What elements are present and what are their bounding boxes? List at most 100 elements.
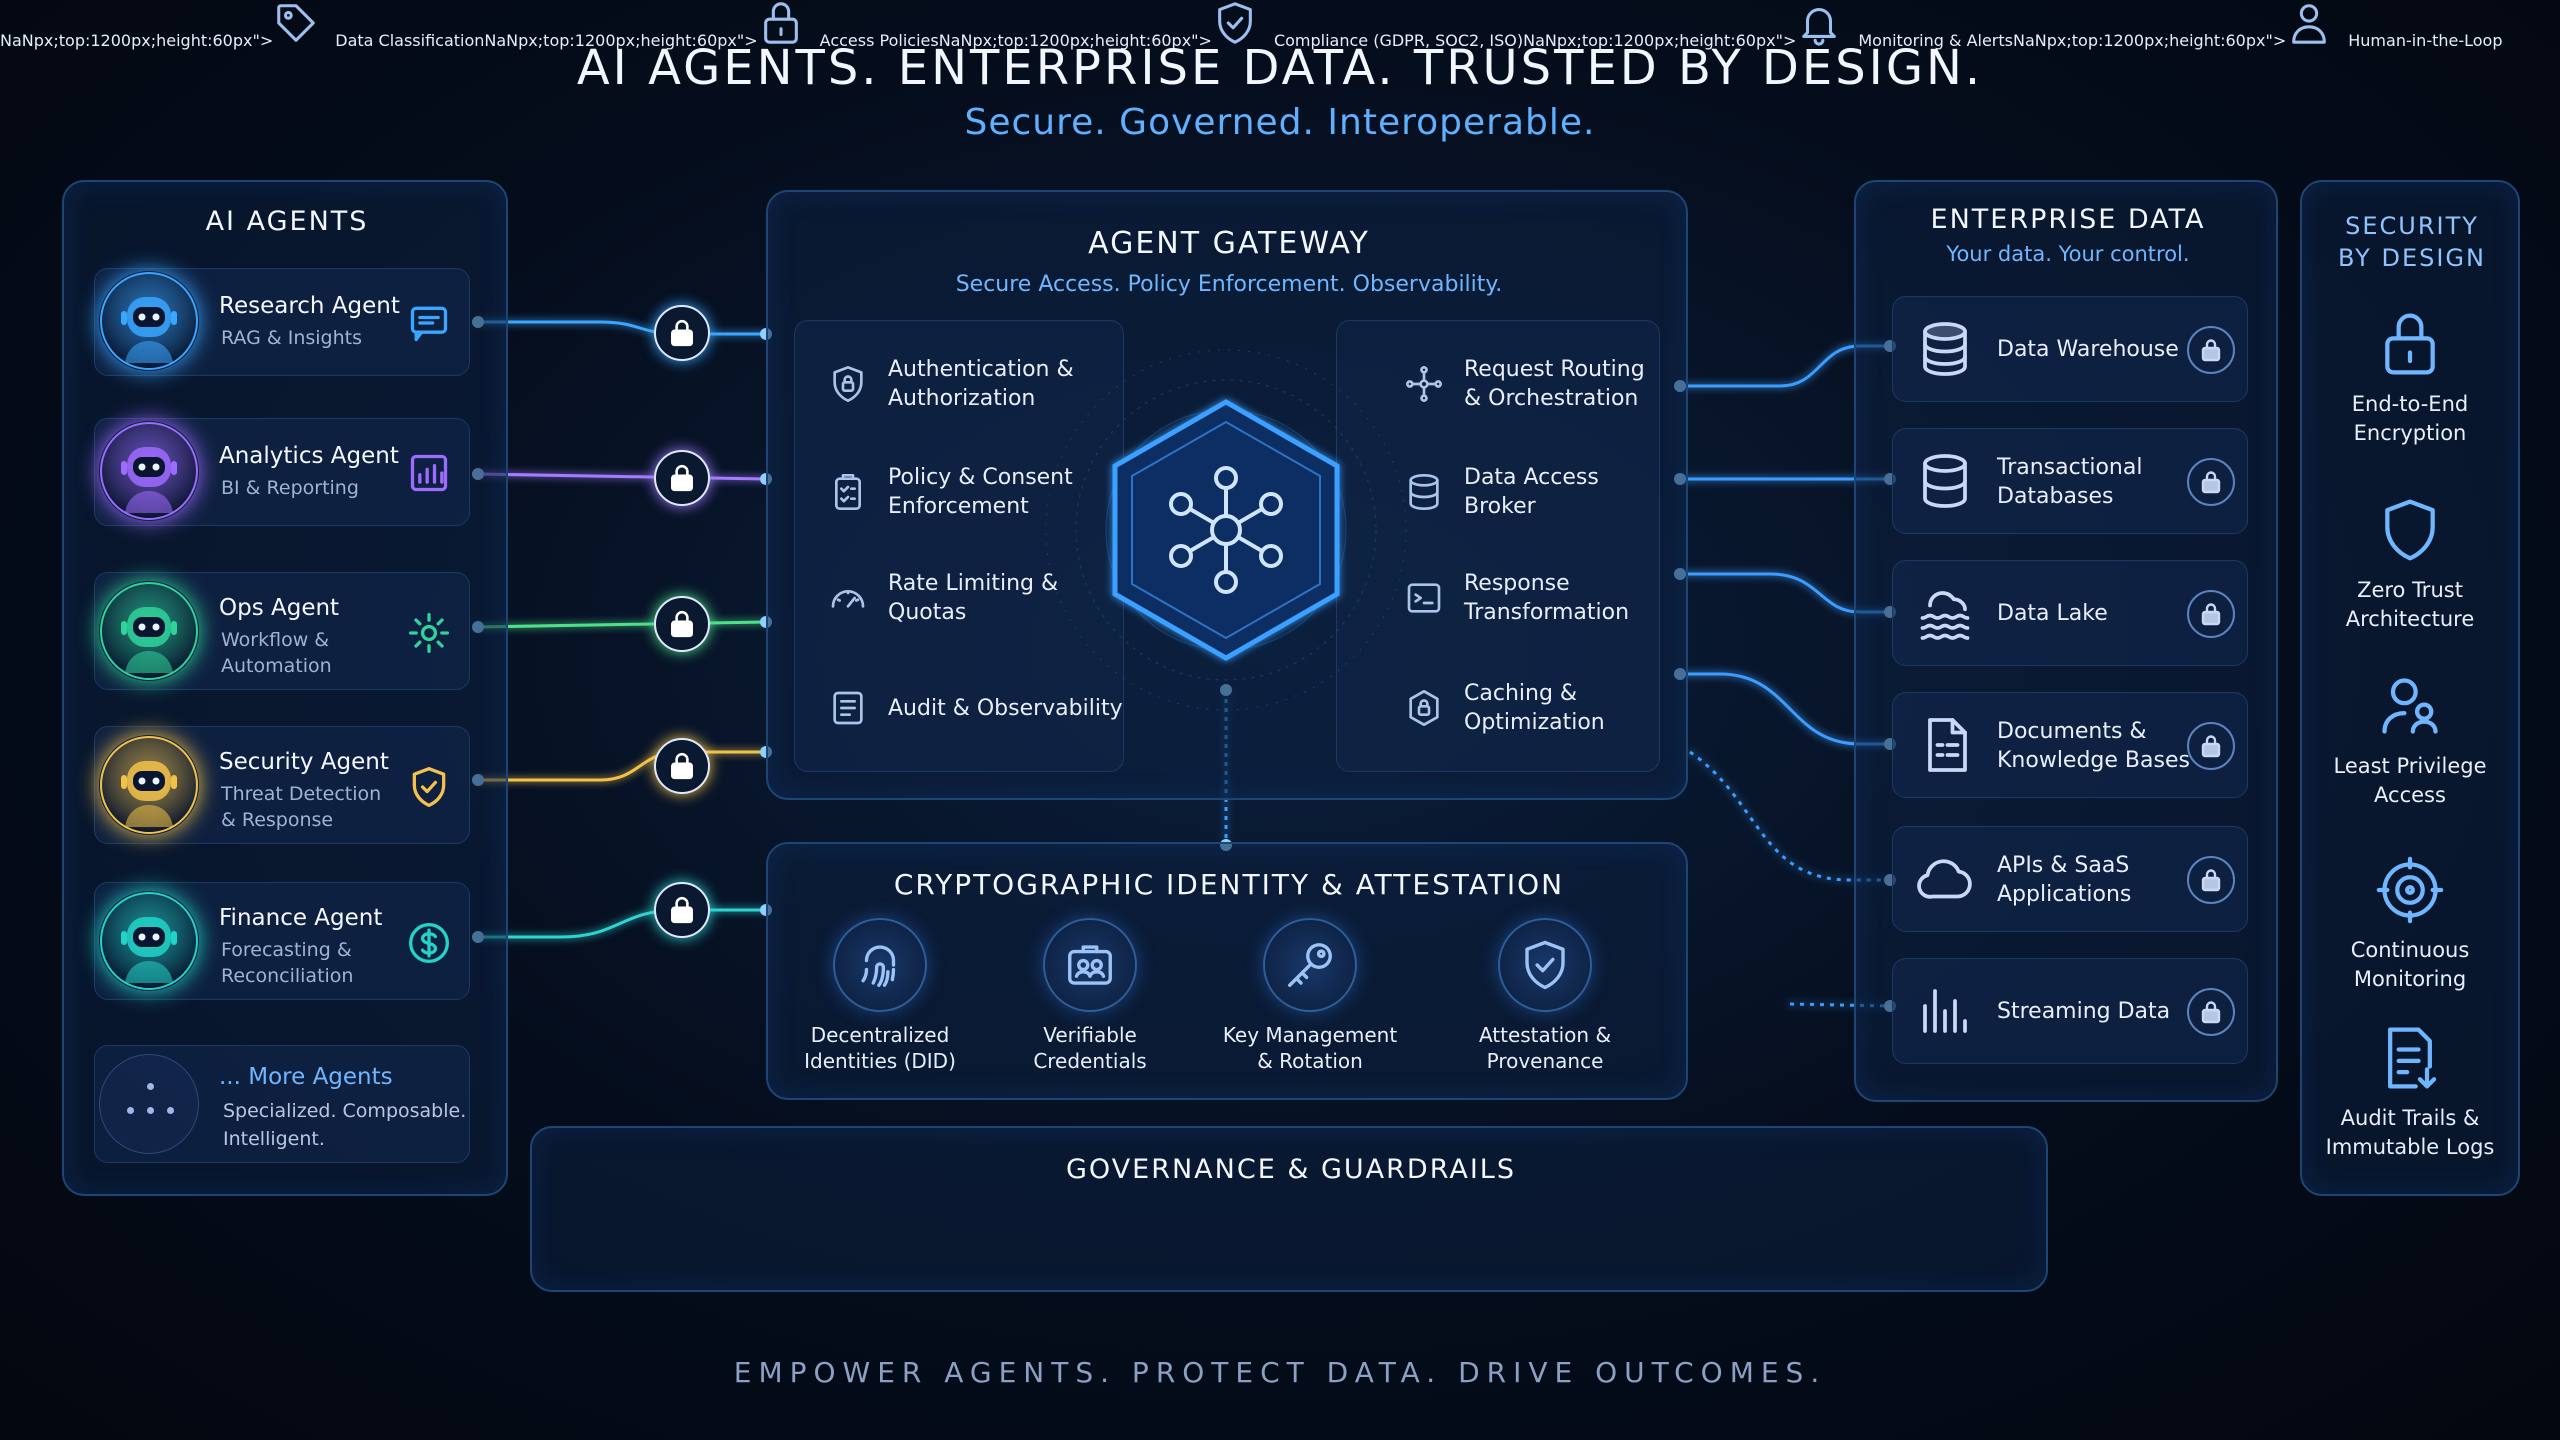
- security-item-label: Architecture: [2345, 607, 2475, 631]
- link-lock-icon: [654, 882, 710, 938]
- security-item-label: Immutable Logs: [2325, 1135, 2495, 1159]
- shield-check-icon: [412, 767, 446, 807]
- agent-action-icon[interactable]: [407, 451, 451, 499]
- agent-name: Finance Agent: [219, 905, 383, 931]
- crypto-item[interactable]: Attestation &Provenance: [1435, 918, 1655, 1074]
- agent-card[interactable]: Analytics Agent BI & Reporting: [94, 418, 470, 526]
- data-lock-icon: [2187, 856, 2235, 904]
- id-card-icon: [1068, 945, 1112, 985]
- chat-icon: [410, 306, 448, 342]
- gateway-left-features: [794, 320, 1124, 772]
- gateway-feature-label: Caching &: [1464, 681, 1578, 706]
- gateway-feature[interactable]: Authentication &Authorization: [822, 352, 1074, 416]
- gateway-feature-label: Data Access: [1464, 465, 1599, 490]
- enterprise-data-item[interactable]: Data Warehouse: [1892, 296, 2248, 402]
- ai-agents-title: AI AGENTS: [205, 206, 369, 237]
- lock-icon: [2385, 313, 2435, 375]
- shield-check-icon: [1525, 940, 1565, 990]
- governance-item-label: Human-in-the-Loop: [2348, 31, 2503, 50]
- shield-icon: [2385, 499, 2435, 561]
- agent-desc: & Response: [221, 809, 334, 831]
- fingerprint-icon: [861, 945, 896, 987]
- enterprise-data-item[interactable]: Streaming Data: [1892, 958, 2248, 1064]
- crypto-item-label: Key Management: [1222, 1023, 1398, 1047]
- data-lock-icon: [2187, 988, 2235, 1036]
- governance-title: GOVERNANCE & GUARDRAILS: [1066, 1154, 1516, 1185]
- crypto-item-label: Verifiable: [1043, 1023, 1137, 1047]
- routing-icon: [1406, 366, 1442, 402]
- gateway-feature[interactable]: Audit & Observability: [822, 676, 1123, 740]
- security-item-label: Encryption: [2353, 421, 2467, 445]
- bar-chart-icon: [410, 454, 448, 492]
- link-lake: [1680, 572, 1890, 614]
- security-item-label: Least Privilege: [2333, 754, 2487, 778]
- more-agents-label: ... More Agents: [219, 1064, 393, 1090]
- crypto-item-badge: [1263, 918, 1357, 1012]
- target-icon: [2376, 856, 2444, 924]
- bell-icon: [1802, 8, 1837, 46]
- page-subtitle: Secure. Governed. Interoperable.: [964, 102, 1596, 143]
- database-icon: [1409, 474, 1439, 510]
- security-item-label: End-to-End: [2351, 392, 2469, 416]
- governance-item-label: Access Policies: [819, 31, 939, 50]
- governance-item-label: Data Classification: [335, 31, 485, 50]
- agent-action-icon[interactable]: [407, 611, 451, 659]
- agent-desc: BI & Reporting: [221, 477, 359, 499]
- key-icon: [1288, 943, 1332, 987]
- gateway-feature-label: Enforcement: [888, 494, 1029, 519]
- data-source-icon-wrap: [1915, 715, 1975, 779]
- data-source-label: Data Warehouse: [1997, 337, 2179, 362]
- enterprise-subtitle: Your data. Your control.: [1946, 242, 2190, 266]
- gateway-feature-label: Response: [1464, 571, 1570, 596]
- list-check-icon: [833, 691, 863, 725]
- link-finance: [478, 908, 766, 939]
- gateway-feature[interactable]: Caching &Optimization: [1398, 676, 1605, 740]
- data-source-label: Databases: [1997, 484, 2114, 509]
- terminal-icon: [1407, 583, 1441, 613]
- data-source-icon-wrap: [1915, 451, 1975, 515]
- crypto-item-label: Decentralized: [810, 1023, 950, 1047]
- link-lock-icon: [654, 450, 710, 506]
- security-item-label: Access: [2374, 783, 2446, 807]
- agent-action-icon[interactable]: [407, 765, 451, 813]
- link-lock-icon: [654, 305, 710, 361]
- link-security: [478, 750, 766, 782]
- agent-desc: Automation: [221, 655, 332, 677]
- gear-icon: [409, 613, 449, 653]
- shield-lock-icon: [833, 366, 863, 402]
- gateway-right-features: [1336, 320, 1660, 772]
- enterprise-data-item[interactable]: Documents &Knowledge Bases: [1892, 692, 2248, 798]
- gateway-feature[interactable]: Request Routing& Orchestration: [1398, 352, 1645, 416]
- dollar-icon: [409, 923, 449, 963]
- agent-name: Analytics Agent: [219, 443, 399, 469]
- gateway-feature[interactable]: Rate Limiting &Quotas: [822, 566, 1058, 630]
- crypto-item[interactable]: Key Management& Rotation: [1200, 918, 1420, 1074]
- gateway-feature-label: Broker: [1464, 494, 1536, 519]
- agent-action-icon[interactable]: [407, 301, 451, 349]
- gateway-feature-label: Rate Limiting &: [888, 571, 1059, 596]
- users-icon: [2382, 678, 2438, 734]
- robot-avatar-icon: [99, 891, 199, 991]
- enterprise-data-item[interactable]: Data Lake: [1892, 560, 2248, 666]
- crypto-item-label: Credentials: [1033, 1049, 1147, 1073]
- agent-action-icon[interactable]: [407, 921, 451, 969]
- more-agents-card[interactable]: ... More Agents Specialized. Composable.…: [94, 1045, 470, 1163]
- security-title: BY DESIGN: [2338, 244, 2486, 272]
- data-source-label: Streaming Data: [1997, 999, 2171, 1024]
- data-source-icon-wrap: [1915, 849, 1975, 913]
- more-agents-desc: Specialized. Composable.: [223, 1100, 467, 1122]
- security-title: SECURITY: [2345, 212, 2479, 240]
